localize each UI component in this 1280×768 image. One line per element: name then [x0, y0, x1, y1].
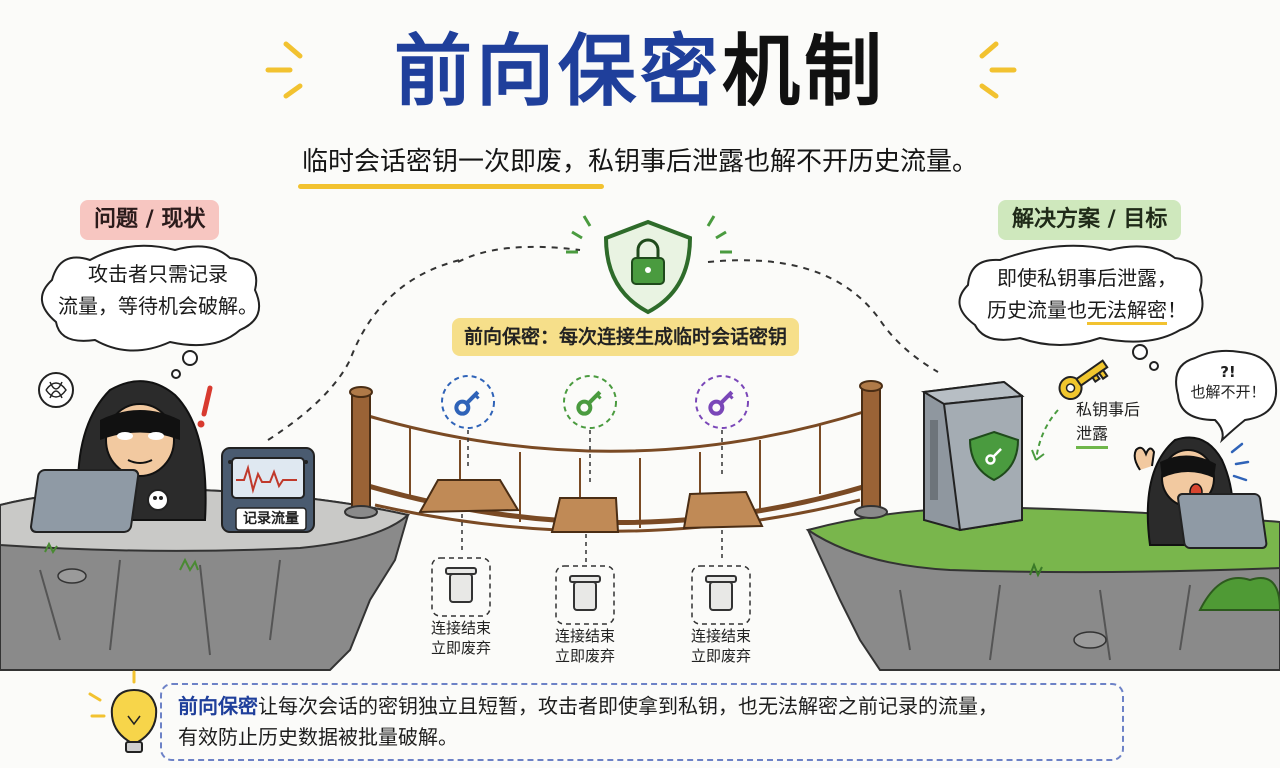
trash-label-1: 连接结束 立即废弃 — [416, 618, 506, 658]
trash-label-2: 连接结束 立即废弃 — [540, 626, 630, 666]
rope-bridge — [344, 380, 888, 533]
right-hacker — [1133, 436, 1268, 549]
confusion-scribble-icon — [38, 372, 74, 408]
hacker-bubble-line1: ?! — [1220, 363, 1236, 381]
trash-label-2-line2: 立即废弃 — [554, 647, 615, 665]
title-sparkles — [265, 41, 1017, 99]
trash-label-3-line2: 立即废弃 — [690, 647, 751, 665]
right-cloud-line2-a: 历史流量也 — [987, 298, 1087, 322]
trash-bins — [431, 557, 751, 625]
server-with-shield — [921, 380, 1025, 532]
trash-label-3: 连接结束 立即废弃 — [676, 626, 766, 666]
recorder-label: 记录流量 — [243, 511, 299, 527]
trash-label-1-line1: 连接结束 — [430, 619, 491, 637]
left-cloud-line1: 攻击者只需记录 — [88, 262, 228, 286]
right-thought-cloud — [958, 244, 1204, 346]
page-title: 前向保密机制 — [0, 22, 1280, 122]
summary-box: 前向保密让每次会话的密钥独立且短暂，攻击者即使拿到私钥，也无法解密之前记录的流量… — [160, 683, 1124, 761]
subtitle: 临时会话密钥一次即废，私钥事后泄露也解不开历史流量。 — [301, 147, 978, 177]
left-thought-cloud — [41, 244, 260, 352]
summary-text1: 让每次会话的密钥独立且短暂，攻击者即使拿到私钥，也无法解密之前记录的流量， — [258, 694, 998, 718]
trash-label-1-line2: 立即废弃 — [430, 639, 491, 657]
leak-label-line1: 私钥事后 — [1076, 400, 1141, 419]
right-cloud-line2-b: 无法解密 — [1087, 298, 1167, 325]
trash-label-3-line1: 连接结束 — [690, 627, 751, 645]
trash-label-2-line1: 连接结束 — [554, 627, 615, 645]
title-rest: 机制 — [722, 27, 887, 117]
left-hacker — [30, 380, 207, 533]
right-cloud-line2: 历史流量也无法解密！ — [972, 294, 1202, 326]
subtitle-underline — [298, 184, 604, 189]
exclamation-icon — [197, 385, 213, 428]
problem-tag: 问题 / 现状 — [80, 200, 220, 240]
shield-lock-icon — [566, 215, 732, 315]
leak-label-line2: 泄露 — [1076, 422, 1109, 449]
summary-line1: 前向保密让每次会话的密钥独立且短暂，攻击者即使拿到私钥，也无法解密之前记录的流量… — [178, 691, 1106, 722]
bridge-label: 前向保密：每次连接生成临时会话密钥 — [452, 318, 800, 356]
left-cloud-line2: 流量，等待机会破解。 — [58, 294, 258, 318]
leak-label: 私钥事后 泄露 — [1076, 398, 1166, 449]
summary-highlight: 前向保密 — [178, 694, 258, 718]
right-cloud-line2-c: ！ — [1167, 298, 1187, 322]
leaked-private-key-icon — [1031, 359, 1109, 461]
hacker-bubble-line2: 也解不开！ — [1190, 383, 1266, 401]
solution-tag: 解决方案 / 目标 — [998, 200, 1182, 240]
right-cloud-text: 即使私钥事后泄露， 历史流量也无法解密！ — [972, 262, 1202, 326]
title-highlight: 前向保密 — [393, 27, 722, 117]
right-cliff — [805, 506, 1280, 671]
right-cloud-line1: 即使私钥事后泄露， — [997, 266, 1177, 290]
hacker-bubble-text: ?! 也解不开！ — [1180, 362, 1276, 402]
left-cloud-text: 攻击者只需记录 流量，等待机会破解。 — [58, 258, 258, 322]
key-circles — [441, 375, 749, 562]
hacker-speech-bubble — [1175, 349, 1278, 444]
summary-line2: 有效防止历史数据被批量破解。 — [178, 725, 458, 749]
lightbulb-icon — [88, 670, 180, 753]
traffic-recorder-device — [221, 447, 315, 533]
